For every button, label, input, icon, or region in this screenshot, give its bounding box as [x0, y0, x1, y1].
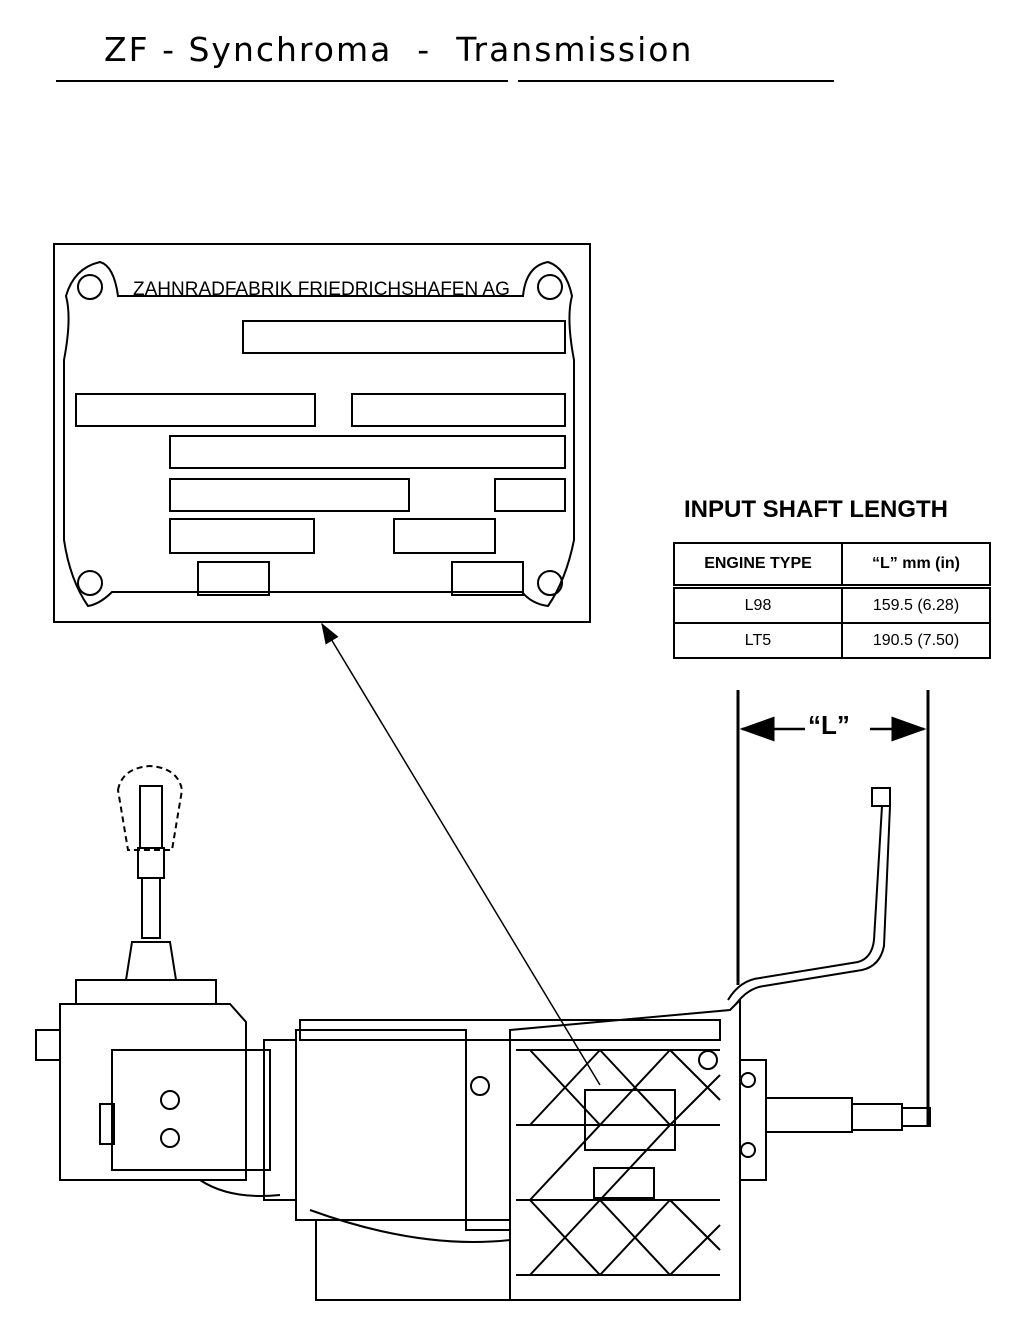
length-cell: 159.5 (6.28): [841, 585, 991, 624]
title-underline-right: [518, 80, 834, 82]
engine-type-cell: L98: [673, 585, 843, 624]
dimension-label: “L”: [805, 710, 853, 741]
table-header-row: ENGINE TYPE “L” mm (in): [673, 542, 991, 588]
column-header-length: “L” mm (in): [841, 542, 991, 588]
table-row: LT5 190.5 (7.50): [673, 622, 991, 659]
table-heading: INPUT SHAFT LENGTH: [684, 496, 948, 523]
nameplate-maker: ZAHNRADFABRIK FRIEDRICHSHAFEN AG: [133, 279, 510, 300]
page-title: ZF - Synchroma - Transmission: [104, 30, 694, 69]
length-cell: 190.5 (7.50): [841, 622, 991, 659]
table-row: L98 159.5 (6.28): [673, 585, 991, 624]
input-shaft-length-table: ENGINE TYPE “L” mm (in) L98 159.5 (6.28)…: [673, 542, 991, 659]
engine-type-cell: LT5: [673, 622, 843, 659]
column-header-engine-type: ENGINE TYPE: [673, 542, 843, 588]
title-underline-left: [56, 80, 508, 82]
